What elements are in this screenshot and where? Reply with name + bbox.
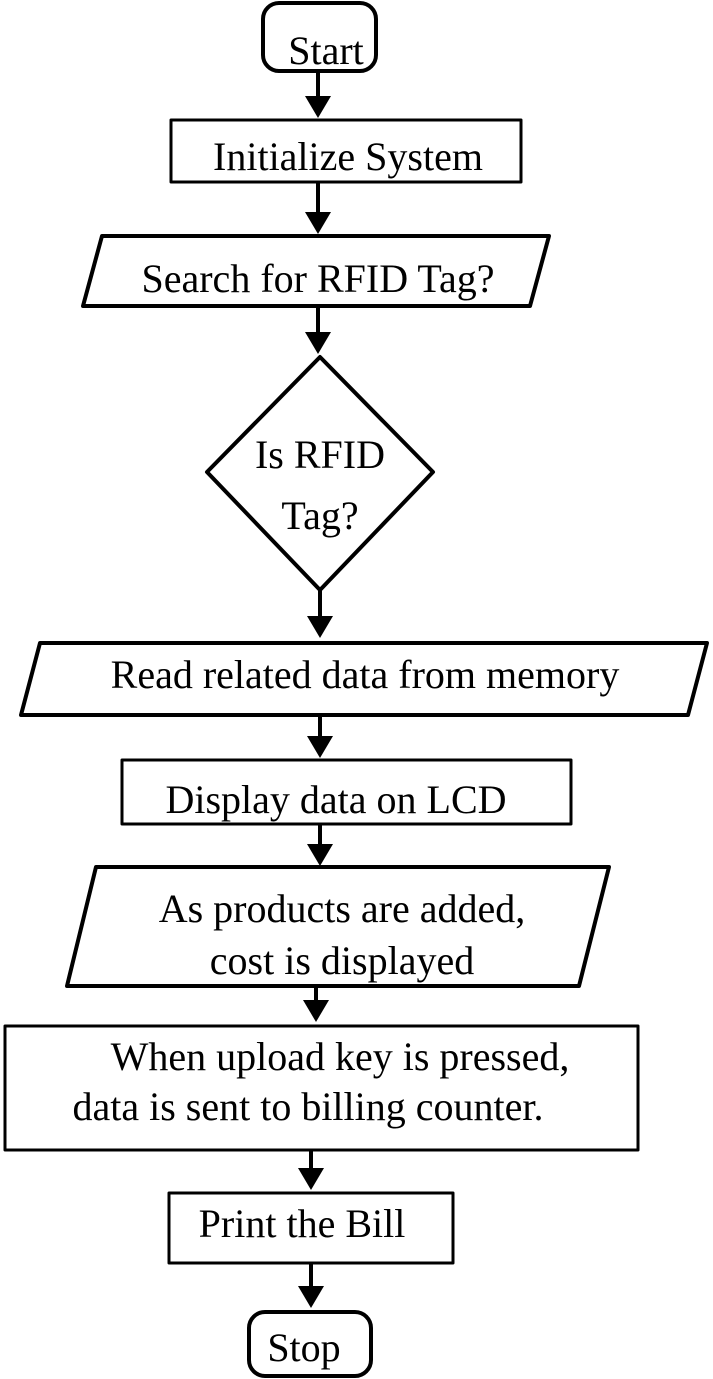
products-label-line2: cost is displayed (210, 938, 474, 983)
arrow-read-to-display (307, 715, 333, 758)
decision-label-line1: Is RFID (255, 432, 385, 477)
upload-node: When upload key is pressed, data is sent… (3, 1024, 640, 1152)
print-node: Print the Bill (167, 1191, 455, 1265)
print-label: Print the Bill (199, 1201, 406, 1246)
arrow-display-to-products (307, 824, 333, 866)
start-node: Start (261, 1, 378, 73)
stop-label: Stop (267, 1325, 340, 1370)
products-label-line1: As products are added, (159, 886, 526, 931)
products-node: As products are added, cost is displayed (65, 865, 611, 988)
decision-label-line2: Tag? (281, 493, 358, 538)
arrow-search-to-decision (305, 306, 331, 354)
display-label: Display data on LCD (165, 777, 506, 822)
search-node: Search for RFID Tag? (81, 234, 551, 308)
arrow-upload-to-print (298, 1150, 324, 1190)
arrow-decision-to-read (307, 590, 333, 638)
read-label: Read related data from memory (111, 652, 620, 697)
arrow-initialize-to-search (305, 182, 331, 234)
arrow-print-to-stop (298, 1263, 324, 1308)
read-node: Read related data from memory (19, 641, 709, 717)
upload-label-line1: When upload key is pressed, (111, 1034, 570, 1079)
arrow-products-to-upload (303, 986, 329, 1022)
stop-node: Stop (247, 1310, 373, 1378)
search-label: Search for RFID Tag? (141, 256, 494, 301)
decision-node: Is RFID Tag? (205, 355, 435, 592)
start-label: Start (288, 28, 364, 73)
initialize-label: Initialize System (213, 134, 483, 179)
upload-label-line2: data is sent to billing counter. (72, 1084, 543, 1129)
initialize-node: Initialize System (169, 118, 523, 184)
display-node: Display data on LCD (120, 758, 573, 826)
arrow-start-to-initialize (305, 71, 331, 118)
